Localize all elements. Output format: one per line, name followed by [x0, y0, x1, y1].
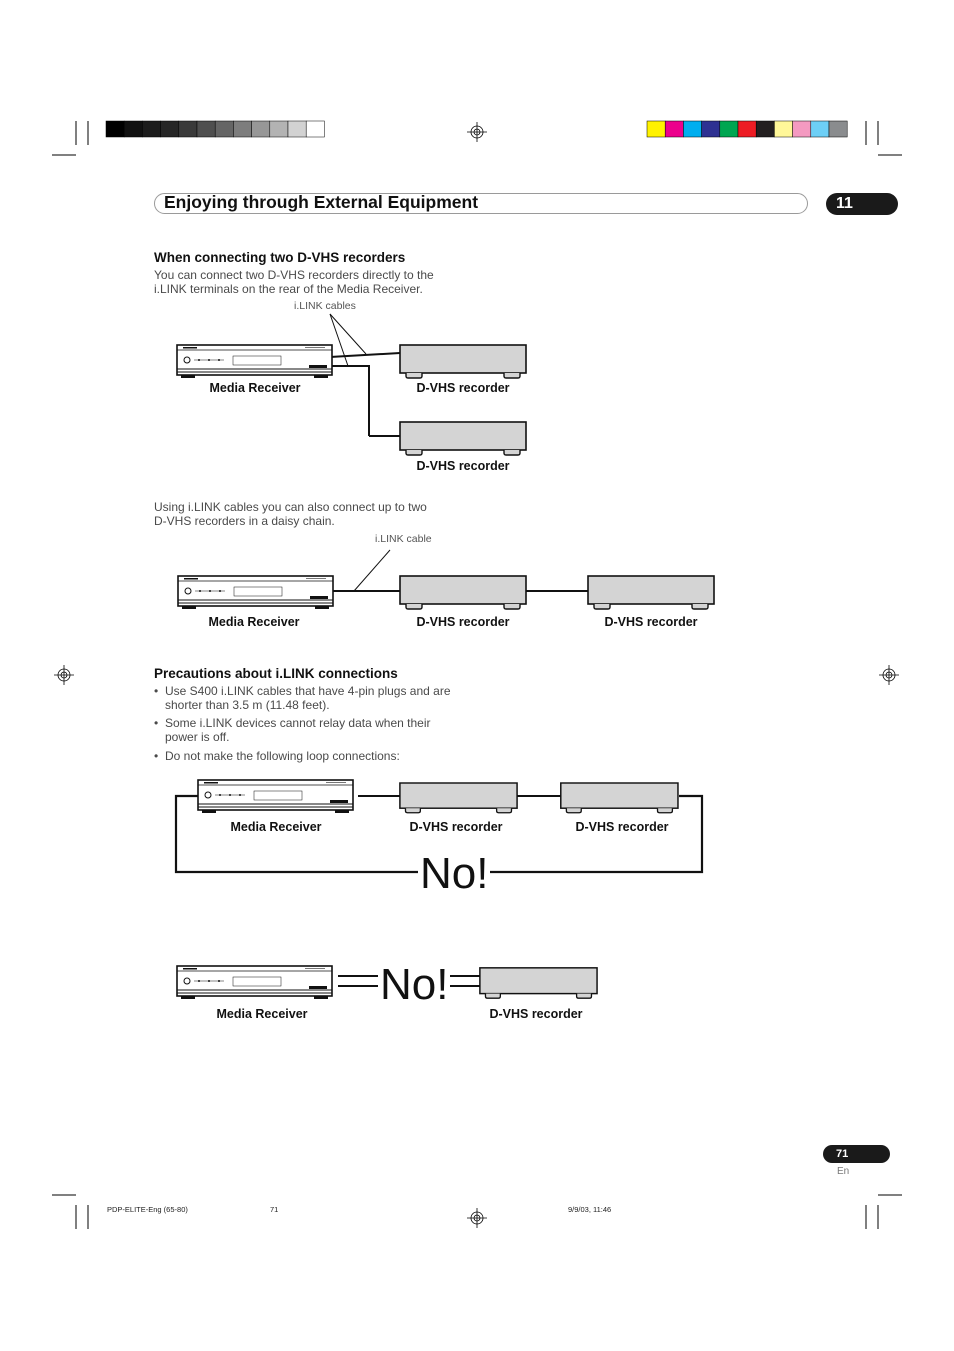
footer-page: 71 [270, 1205, 279, 1214]
dvhs-recorder-label: D-VHS recorder [416, 459, 510, 473]
body-text-line: D-VHS recorders in a daisy chain. [154, 514, 335, 528]
cable-label: i.LINK cables [294, 300, 356, 312]
cable-label: i.LINK cable [375, 533, 432, 545]
dvhs-recorder-label: D-VHS recorder [409, 820, 503, 834]
footer-filename: PDP-ELITE-Eng (65-80) [107, 1205, 188, 1214]
media-receiver-label: Media Receiver [208, 615, 300, 629]
bullet-text: shorter than 3.5 m (11.48 feet). [165, 698, 330, 712]
dvhs-recorder-label: D-VHS recorder [604, 615, 698, 629]
dvhs-recorder-label: D-VHS recorder [575, 820, 669, 834]
footer-date: 9/9/03, 11:46 [568, 1205, 612, 1214]
bullet-text: Some i.LINK devices cannot relay data wh… [165, 716, 431, 730]
bullet-symbol: • [154, 716, 159, 730]
media-receiver-label: Media Receiver [230, 820, 322, 834]
bullet-symbol: • [154, 684, 159, 698]
bullet-text: Do not make the following loop connectio… [165, 749, 400, 763]
registration-target-right [879, 665, 899, 685]
grayscale-bar [105, 120, 325, 138]
color-bar [646, 120, 848, 138]
page-number-badge: 71 [823, 1145, 890, 1163]
bullet-text: power is off. [165, 730, 230, 744]
diagram-double-connection [176, 965, 598, 1000]
dvhs-recorder-label: D-VHS recorder [416, 381, 510, 395]
section-heading-two-recorders: When connecting two D-VHS recorders [154, 250, 406, 265]
dvhs-recorder-label: D-VHS recorder [416, 615, 510, 629]
bullet-text: Use S400 i.LINK cables that have 4-pin p… [165, 684, 451, 698]
section-header-bar [154, 193, 808, 214]
registration-target-left [54, 665, 74, 685]
registration-target-top [467, 122, 487, 142]
no-warning-text: No! [380, 960, 449, 1009]
body-text-line: You can connect two D-VHS recorders dire… [154, 268, 434, 282]
crop-marks [52, 121, 902, 1229]
bullet-symbol: • [154, 749, 159, 763]
gray-swatch [305, 120, 325, 138]
section-heading-precautions: Precautions about i.LINK connections [154, 666, 398, 681]
diagram-daisy-chain [177, 549, 715, 610]
body-text-line: Using i.LINK cables you can also connect… [154, 500, 427, 514]
dvhs-recorder-label: D-VHS recorder [489, 1007, 583, 1021]
diagram-loop-three-devices [174, 779, 704, 874]
registration-target-bottom [467, 1208, 487, 1228]
no-warning-text: No! [420, 849, 489, 898]
media-receiver-label: Media Receiver [216, 1007, 308, 1021]
language-code: En [837, 1166, 850, 1177]
color-swatch [828, 120, 848, 138]
media-receiver-label: Media Receiver [209, 381, 301, 395]
section-title: Enjoying through External Equipment [164, 192, 479, 212]
diagram-two-recorders [176, 313, 527, 456]
body-text-line: i.LINK terminals on the rear of the Medi… [154, 282, 423, 296]
chapter-number-badge: 11 [826, 193, 898, 215]
